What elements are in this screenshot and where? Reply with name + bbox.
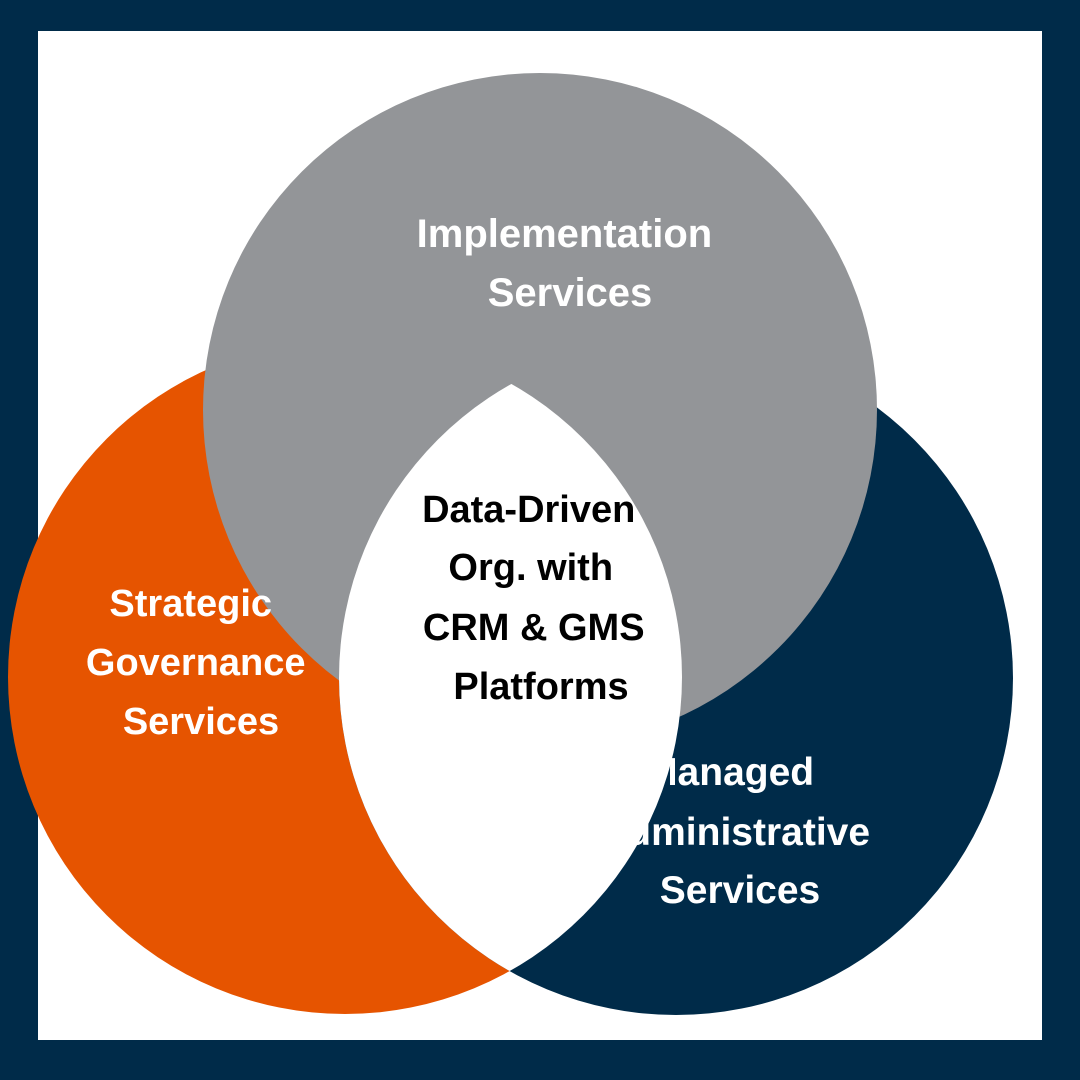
managed-administrative-label: Managed Administrative Services bbox=[599, 751, 881, 912]
strategic-governance-label: Strategic Governance Services bbox=[86, 583, 316, 743]
center-label-line-1: Data-Driven bbox=[422, 489, 635, 531]
implementation-label-line-1: Implementation bbox=[417, 212, 713, 256]
managed-label-line-1: Managed bbox=[645, 751, 814, 794]
managed-label-line-2: Administrative bbox=[599, 811, 870, 854]
center-label-line-2: Org. with bbox=[448, 547, 613, 589]
managed-label-line-3: Services bbox=[660, 869, 820, 912]
center-label-line-4: Platforms bbox=[453, 666, 628, 708]
strategic-label-line-3: Services bbox=[123, 701, 279, 743]
strategic-label-line-2: Governance bbox=[86, 642, 306, 684]
center-label-line-3: CRM & GMS bbox=[423, 607, 645, 649]
strategic-label-line-1: Strategic bbox=[109, 583, 272, 625]
implementation-label: Implementation Services bbox=[417, 212, 724, 315]
center-label: Data-Driven Org. with CRM & GMS Platform… bbox=[422, 489, 655, 708]
implementation-label-line-2: Services bbox=[488, 271, 653, 315]
